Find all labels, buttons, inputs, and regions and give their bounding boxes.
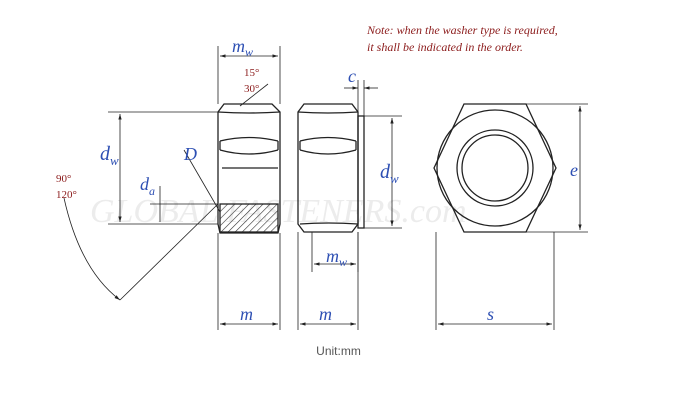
chamfer-leader bbox=[239, 83, 269, 107]
face-curve-upper bbox=[219, 136, 279, 142]
m-left-label: m bbox=[240, 304, 253, 324]
s-label: s bbox=[487, 304, 494, 324]
e-label: e bbox=[570, 160, 578, 180]
note-line-2: it shall be indicated in the order. bbox=[367, 40, 523, 54]
countersink-arc bbox=[63, 197, 121, 301]
washer-face bbox=[357, 115, 365, 229]
mw-main-label: mw bbox=[232, 36, 253, 59]
dw-side-label: dw bbox=[380, 161, 399, 186]
D-leader bbox=[183, 149, 221, 213]
countersink-angle-90: 90° bbox=[56, 173, 71, 185]
section-view bbox=[217, 103, 281, 234]
unit-label: Unit:mm bbox=[316, 344, 361, 358]
note-line-1: Note: when the washer type is required, bbox=[367, 23, 558, 37]
chamfer-angle-15: 15° bbox=[244, 67, 259, 79]
da-label: da bbox=[140, 174, 155, 198]
D-label: D bbox=[183, 144, 197, 164]
thread-circle-outer bbox=[456, 129, 534, 207]
m-side-label: m bbox=[319, 304, 332, 324]
countersink-line bbox=[119, 203, 219, 301]
section-outline bbox=[217, 103, 281, 234]
washer-circle bbox=[436, 109, 554, 227]
chamfer-angle-30: 30° bbox=[244, 83, 259, 95]
washer-note: Note: when the washer type is required, … bbox=[367, 22, 558, 56]
hatched-section bbox=[219, 203, 279, 233]
chamfer-curve-top bbox=[217, 111, 281, 114]
side-view bbox=[297, 103, 365, 233]
face-curve-lower bbox=[219, 149, 279, 155]
countersink-angle-120: 120° bbox=[56, 189, 77, 201]
mw-side-label: mw bbox=[326, 246, 347, 269]
thread-circle-inner bbox=[461, 134, 529, 202]
c-label: c bbox=[348, 66, 356, 86]
dw-left-label: dw bbox=[100, 143, 119, 168]
